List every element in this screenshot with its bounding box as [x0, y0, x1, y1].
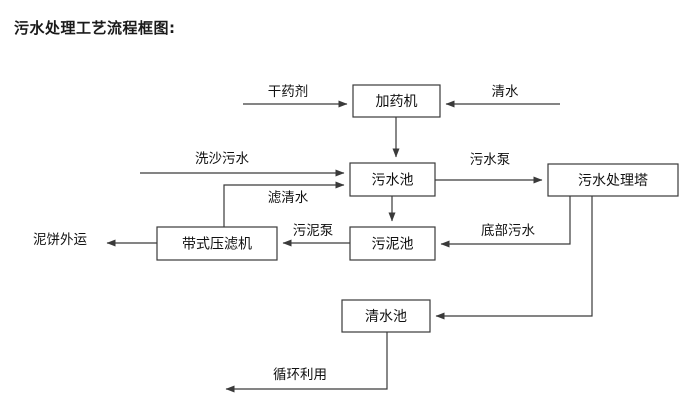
edge-label-recycle-out: 循环利用 [273, 367, 327, 383]
node-sludge-pool[interactable]: 污泥池 [349, 226, 436, 261]
edge-sewage-pump: 污水泵 [435, 152, 543, 184]
edge-label-filtrate-return: 滤清水 [268, 190, 309, 206]
node-label-belt-filter-press: 带式压滤机 [182, 237, 252, 253]
node-box-sludge-pool[interactable] [349, 226, 436, 261]
node-box-dosing-machine[interactable] [352, 84, 441, 118]
edge-line-filtrate-return [223, 181, 345, 227]
node-box-wastewater-pool[interactable] [349, 162, 436, 197]
edge-label-dry-chemical-in: 干药剂 [268, 84, 309, 100]
edge-recycle-out: 循环利用 [225, 332, 388, 393]
edge-label-mud-cake-out: 泥饼外运 [33, 232, 87, 248]
edge-label-clean-water-in: 清水 [492, 84, 520, 100]
page-title: 污水处理工艺流程框图: [14, 19, 176, 37]
edge-line-bottom-sewage [440, 196, 571, 248]
node-label-treatment-tower: 污水处理塔 [578, 173, 648, 189]
edge-sand-wash-in: 洗沙污水 [140, 151, 345, 177]
node-label-clear-water-pool: 清水池 [365, 309, 407, 325]
edge-filtrate-return: 滤清水 [223, 181, 345, 227]
node-wastewater-pool[interactable]: 污水池 [349, 162, 436, 197]
edge-label-bottom-sewage: 底部污水 [481, 223, 535, 239]
node-box-clear-water-pool[interactable] [341, 299, 431, 333]
node-box-belt-filter-press[interactable] [156, 226, 278, 261]
edge-mud-cake-out: 泥饼外运 [33, 232, 157, 248]
node-label-wastewater-pool: 污水池 [372, 173, 414, 189]
edge-line-recycle-out [225, 332, 388, 393]
edge-bottom-sewage: 底部污水 [440, 196, 571, 248]
edge-sludge-pump: 污泥泵 [282, 223, 350, 247]
node-label-dosing-machine: 加药机 [376, 94, 418, 110]
node-treatment-tower[interactable]: 污水处理塔 [547, 163, 679, 197]
node-label-sludge-pool: 污泥池 [372, 237, 414, 253]
edge-clean-water-in: 清水 [445, 84, 560, 108]
edge-tower-to-clearwater [435, 196, 593, 320]
node-dosing-machine[interactable]: 加药机 [352, 84, 441, 118]
edge-line-tower-to-clearwater [435, 196, 593, 320]
edge-label-sludge-pump: 污泥泵 [293, 223, 334, 239]
edge-label-sand-wash-in: 洗沙污水 [195, 151, 249, 167]
node-clear-water-pool[interactable]: 清水池 [341, 299, 431, 333]
node-belt-filter-press[interactable]: 带式压滤机 [156, 226, 278, 261]
edge-label-sewage-pump: 污水泵 [470, 152, 511, 168]
edge-dry-chemical-in: 干药剂 [243, 84, 348, 108]
node-box-treatment-tower[interactable] [547, 163, 679, 197]
